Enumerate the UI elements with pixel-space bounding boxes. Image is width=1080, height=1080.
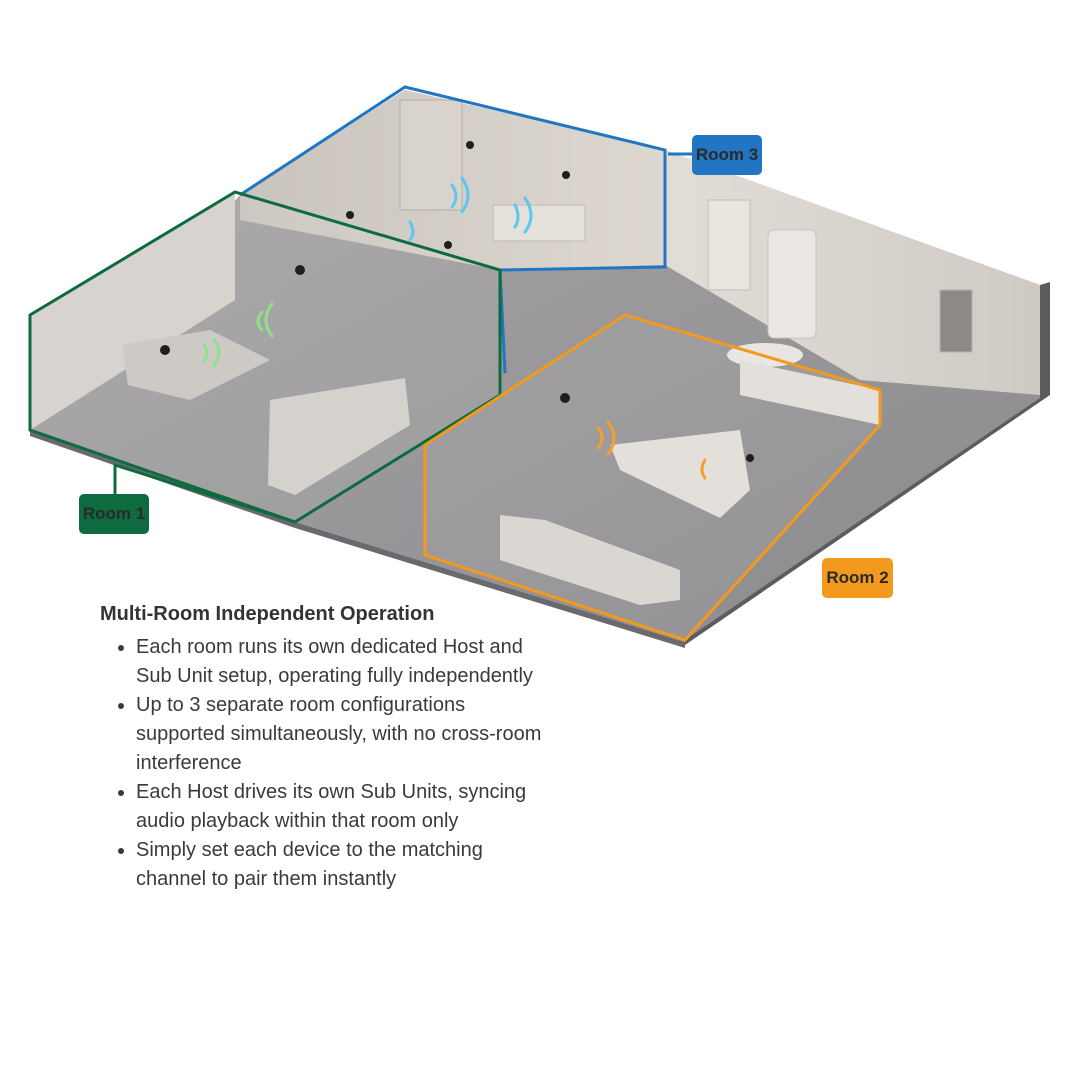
list-item: Each Host drives its own Sub Units, sync… bbox=[136, 778, 550, 836]
speaker-waves-room1 bbox=[202, 302, 274, 368]
fridge bbox=[767, 229, 817, 339]
list-item: Simply set each device to the matching c… bbox=[136, 836, 550, 894]
bed bbox=[122, 330, 270, 400]
info-panel: Multi-Room Independent Operation Each ro… bbox=[100, 603, 550, 894]
building bbox=[30, 90, 1050, 648]
room-1-label: Room 1 bbox=[79, 494, 149, 534]
kitchen-counter bbox=[740, 360, 880, 425]
room2-outline bbox=[423, 313, 882, 642]
sofa-room1 bbox=[268, 378, 410, 495]
outer-edge-bottom bbox=[30, 430, 685, 648]
room-2-label: Room 2 bbox=[822, 558, 893, 598]
window bbox=[939, 289, 973, 353]
tv-cabinet bbox=[492, 204, 586, 242]
speaker-icon bbox=[560, 393, 570, 403]
speaker-waves-room2 bbox=[596, 420, 707, 480]
speaker-icon bbox=[160, 345, 170, 355]
info-title: Multi-Room Independent Operation bbox=[100, 603, 435, 625]
feature-list: Each room runs its own dedicated Host an… bbox=[100, 633, 550, 894]
bookshelf bbox=[399, 99, 463, 211]
left-wall-room1 bbox=[30, 192, 235, 430]
sofa-room2 bbox=[500, 515, 680, 605]
list-item: Each room runs its own dedicated Host an… bbox=[136, 633, 550, 691]
speaker-icon bbox=[746, 454, 754, 462]
speaker-icon bbox=[562, 171, 570, 179]
speaker-icon bbox=[346, 211, 354, 219]
speakers bbox=[160, 141, 754, 462]
list-item: Up to 3 separate room configurations sup… bbox=[136, 691, 550, 778]
speaker-waves-room3 bbox=[408, 176, 533, 242]
speaker-icon bbox=[295, 265, 305, 275]
speaker-icon bbox=[466, 141, 474, 149]
door bbox=[707, 199, 751, 291]
desk-room2 bbox=[610, 430, 750, 518]
room-3-label: Room 3 bbox=[692, 135, 762, 175]
speaker-icon bbox=[444, 241, 452, 249]
